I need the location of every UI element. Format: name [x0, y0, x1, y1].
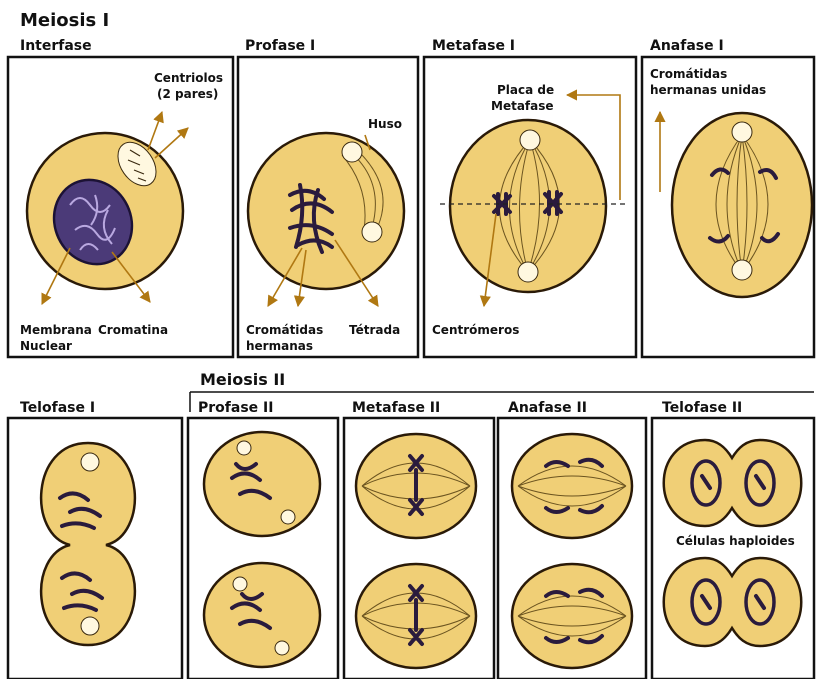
phase-title-telophase-1: Telofase I	[20, 400, 95, 416]
label-membrane: Membrana	[20, 323, 92, 337]
cell-anaphase-2-top	[512, 434, 632, 538]
label-sister-joined: Cromátidas	[650, 67, 727, 81]
label-sister-chromatids: Cromátidas	[246, 323, 323, 337]
phase-title-prophase-1: Profase I	[245, 38, 315, 54]
label-centromeres: Centrómeros	[432, 323, 519, 337]
label-tetrad: Tétrada	[349, 323, 400, 337]
label-sister-joined-2: hermanas unidas	[650, 83, 766, 97]
meiosis-1-title: Meiosis I	[20, 10, 109, 31]
phase-title-prophase-2: Profase II	[198, 400, 273, 416]
cell-prophase-1	[248, 133, 404, 289]
label-sister-chromatids-2: hermanas	[246, 339, 313, 353]
phase-title-anaphase-2: Anafase II	[508, 400, 587, 416]
label-centrioles: Centriolos	[154, 71, 223, 85]
phase-title-interphase: Interfase	[20, 38, 92, 54]
cell-prophase-2-bottom	[204, 563, 320, 667]
label-membrane-nuclear: Nuclear	[20, 339, 72, 353]
label-chromatin: Cromatina	[98, 323, 168, 337]
phase-title-metaphase-2: Metafase II	[352, 400, 440, 416]
label-plate: Placa de	[497, 83, 554, 97]
label-haploid-cells: Células haploides	[676, 534, 795, 548]
meiosis-2-title: Meiosis II	[200, 370, 285, 389]
phase-title-anaphase-1: Anafase I	[650, 38, 724, 54]
cell-prophase-2-top	[204, 432, 320, 536]
label-centrioles-pairs: (2 pares)	[157, 87, 218, 101]
phase-title-metaphase-1: Metafase I	[432, 38, 515, 54]
label-plate-metaphase: Metafase	[491, 99, 554, 113]
cell-anaphase-2-bottom	[512, 564, 632, 668]
phase-title-telophase-2: Telofase II	[662, 400, 742, 416]
label-spindle: Huso	[368, 117, 402, 131]
